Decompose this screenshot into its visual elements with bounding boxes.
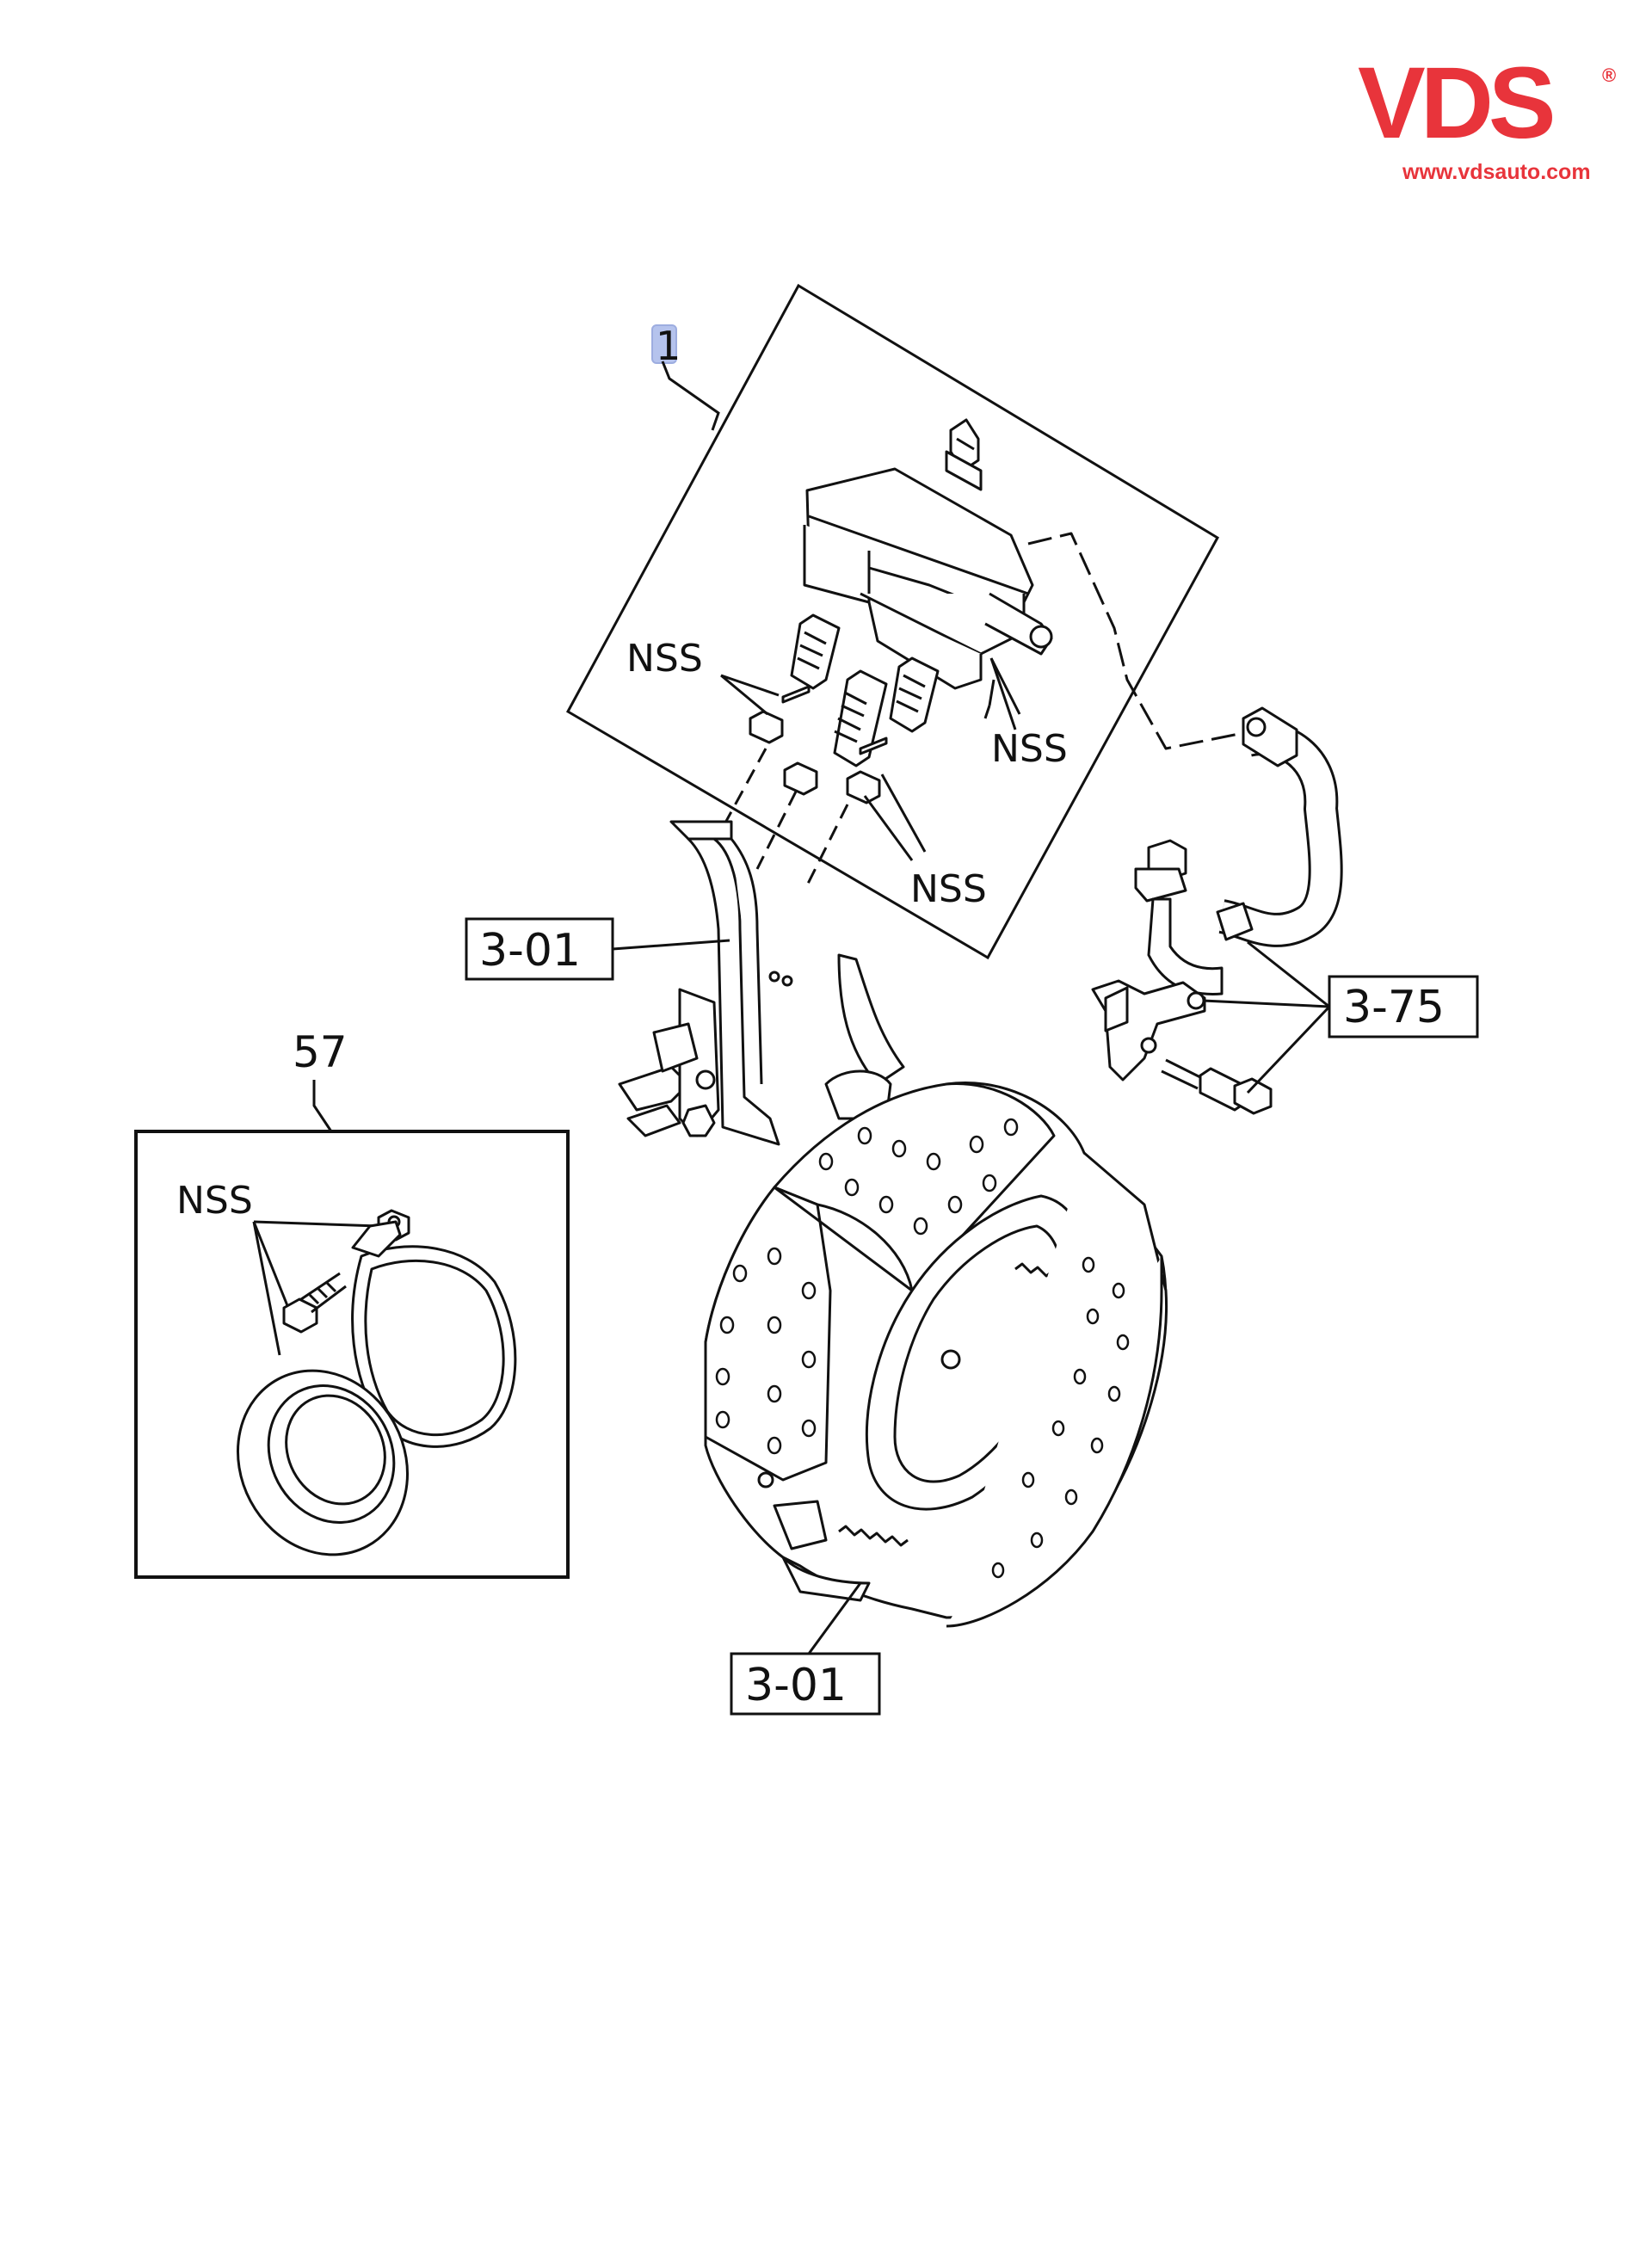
callout-1-label: 1 <box>656 323 681 369</box>
nss-label-2: NSS <box>991 727 1068 771</box>
ref-box-3-75[interactable]: 3-75 <box>1328 975 1479 1038</box>
nss-label-4: NSS <box>176 1179 253 1223</box>
nss-label-1: NSS <box>626 637 703 681</box>
brand-url[interactable]: www.vdsauto.com <box>1402 160 1591 184</box>
callout-57-label: 57 <box>293 1027 348 1077</box>
dust-cover-kit <box>236 1209 517 1556</box>
nss-leaders-kit <box>252 1220 379 1356</box>
air-hose-assembly <box>1027 532 1343 1115</box>
ref-box-3-01-upper-label: 3-01 <box>479 925 581 977</box>
nss-labels-assembly: NSS NSS NSS <box>626 637 1068 911</box>
ref-box-3-75-label: 3-75 <box>1343 982 1445 1033</box>
ref-box-3-01-lower-label: 3-01 <box>745 1660 847 1711</box>
ref-box-3-01-upper[interactable]: 3-01 <box>465 917 614 981</box>
registered-mark: ® <box>1602 65 1616 86</box>
ref-box-3-01-lower[interactable]: 3-01 <box>730 1652 881 1716</box>
brake-shoe-assembly <box>618 820 1168 1628</box>
nss-leaders-assembly <box>712 657 1021 891</box>
ref-3-75-leaders <box>1202 940 1331 1094</box>
vds-logo-text: VDS <box>1358 46 1553 160</box>
brake-chamber-assembly-box <box>565 283 1220 960</box>
ref-3-01-upper-leader <box>612 939 730 951</box>
callout-1[interactable]: 1 <box>651 323 720 431</box>
callout-57[interactable]: 57 <box>293 1027 348 1132</box>
nss-label-3: NSS <box>910 867 987 911</box>
vds-logo: VDS ® www.vdsauto.com <box>1358 46 1616 184</box>
ref-3-01-lower-leader <box>807 1582 862 1655</box>
lining-rivets <box>715 1118 1130 1579</box>
brake-chamber <box>749 418 1053 804</box>
